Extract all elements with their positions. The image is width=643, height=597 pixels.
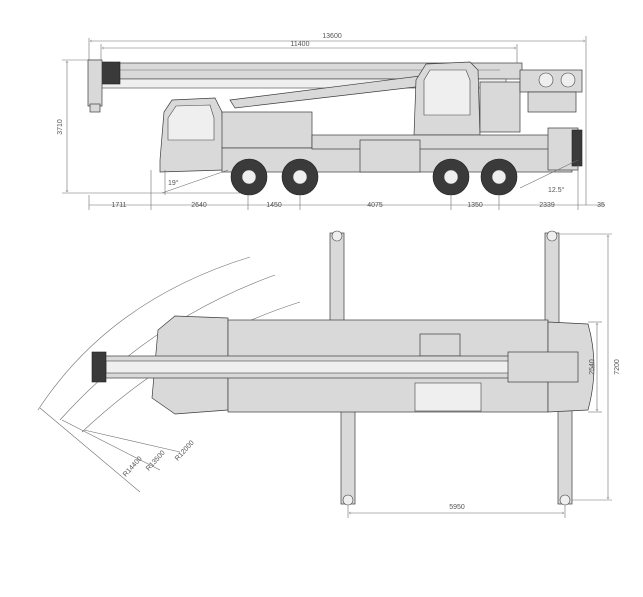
radius-outer-label: R14400 bbox=[122, 455, 144, 478]
segment-label-2: 2640 bbox=[191, 202, 207, 209]
segment-label-6: 2339 bbox=[539, 202, 555, 209]
segment-label-7: 35 bbox=[597, 202, 605, 209]
departure-angle: 12.5° bbox=[519, 159, 579, 194]
width-narrow-label: 2540 bbox=[589, 359, 596, 375]
segment-dimensions: 1711 2640 1450 4075 1350 2339 35 bbox=[88, 165, 605, 210]
segment-label-4: 4075 bbox=[367, 202, 383, 209]
top-view: R12000 R13500 R14400 bbox=[37, 230, 621, 518]
approach-angle-label: 19° bbox=[168, 179, 179, 187]
radius-mid-label: R13500 bbox=[145, 449, 167, 472]
width-outrigger-label: 7200 bbox=[614, 359, 621, 375]
wheels bbox=[230, 158, 518, 196]
crane-cab bbox=[413, 61, 583, 136]
width-narrow-dimension: 2540 bbox=[588, 321, 602, 413]
outrigger-span-label: 5950 bbox=[449, 504, 465, 511]
boom-length-label: 11400 bbox=[291, 41, 310, 48]
segment-label-1: 1711 bbox=[111, 202, 126, 209]
overall-length-label: 13600 bbox=[322, 33, 342, 40]
segment-label-3: 1450 bbox=[266, 202, 282, 209]
height-label: 3710 bbox=[57, 119, 64, 135]
boom-top bbox=[91, 351, 579, 383]
width-outrigger-dimension: 7200 bbox=[560, 233, 621, 501]
departure-angle-label: 12.5° bbox=[548, 186, 565, 194]
radius-inner-label: R12000 bbox=[174, 439, 196, 462]
approach-angle: 19° bbox=[161, 169, 229, 195]
outrigger-span-dimension: 5950 bbox=[347, 504, 566, 518]
segment-label-5: 1350 bbox=[467, 202, 483, 209]
side-view: 13600 11400 3710 bbox=[57, 33, 605, 210]
overall-length-dimension: 13600 bbox=[88, 33, 587, 205]
